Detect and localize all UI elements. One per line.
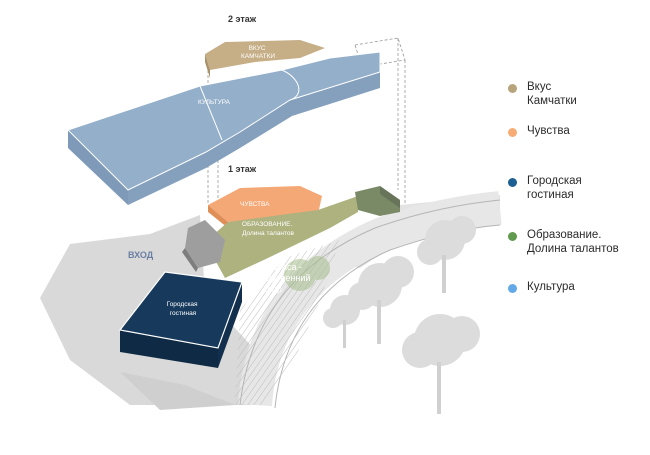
legend-label: Культура xyxy=(527,281,575,293)
education-block xyxy=(205,186,400,278)
legend-label: Чувства xyxy=(527,125,570,137)
entrance-wedge xyxy=(182,220,225,272)
legend-label: Образование. Долина талантов xyxy=(527,229,619,255)
education-label-line: Долина талантов xyxy=(242,230,294,237)
terrace-label: Терраса - внутренний двор xyxy=(262,262,313,294)
feelings-label: ЧУВСТВА xyxy=(240,201,270,208)
terrace-label-line: двор xyxy=(262,284,282,294)
floor2-label: 2 этаж xyxy=(228,14,257,24)
terrace-label-line: внутренний xyxy=(262,273,310,283)
taste-label-line: ВКУС xyxy=(249,45,266,52)
tree-icon xyxy=(348,256,414,344)
legend-item-education: Образование. Долина талантов xyxy=(508,228,619,256)
floor1-label: 1 этаж xyxy=(228,164,257,174)
taste-label-line: КАМЧАТКИ xyxy=(241,53,275,60)
tree-icon xyxy=(417,216,476,293)
taste-block xyxy=(205,40,325,78)
legend-item-feelings: Чувства xyxy=(508,124,570,138)
legend-dot xyxy=(508,84,517,93)
taste-label: ВКУС КАМЧАТКИ xyxy=(241,45,275,60)
tree-icon xyxy=(402,314,480,414)
culture-block xyxy=(67,51,381,205)
terrace-label-line: Терраса - xyxy=(262,262,302,272)
living-room-label-line: Городская xyxy=(167,301,198,308)
legend-label: Вкус Камчатки xyxy=(527,81,577,107)
trees xyxy=(284,216,480,414)
education-label-line: ОБРАЗОВАНИЕ. xyxy=(242,221,293,228)
tree-icon xyxy=(323,295,360,348)
tree-icon xyxy=(284,256,330,291)
legend-item-living-room: Городская гостиная xyxy=(508,174,582,202)
entrance-label: ВХОД xyxy=(128,250,154,260)
legend-dot xyxy=(508,128,517,137)
legend-dot xyxy=(508,178,517,187)
culture-label: КУЛЬТУРА xyxy=(198,99,231,106)
legend-item-culture: Культура xyxy=(508,280,575,294)
living-room-label: Городская гостиная xyxy=(167,301,200,317)
legend-dot xyxy=(508,284,517,293)
legend-label: Городская гостиная xyxy=(527,175,582,201)
legend-item-taste: Вкус Камчатки xyxy=(508,80,577,108)
legend-dot xyxy=(508,232,517,241)
education-label: ОБРАЗОВАНИЕ. Долина талантов xyxy=(242,221,295,237)
living-room-block xyxy=(118,271,243,368)
feelings-block xyxy=(208,186,322,228)
living-room-label-line: гостиная xyxy=(170,310,197,317)
